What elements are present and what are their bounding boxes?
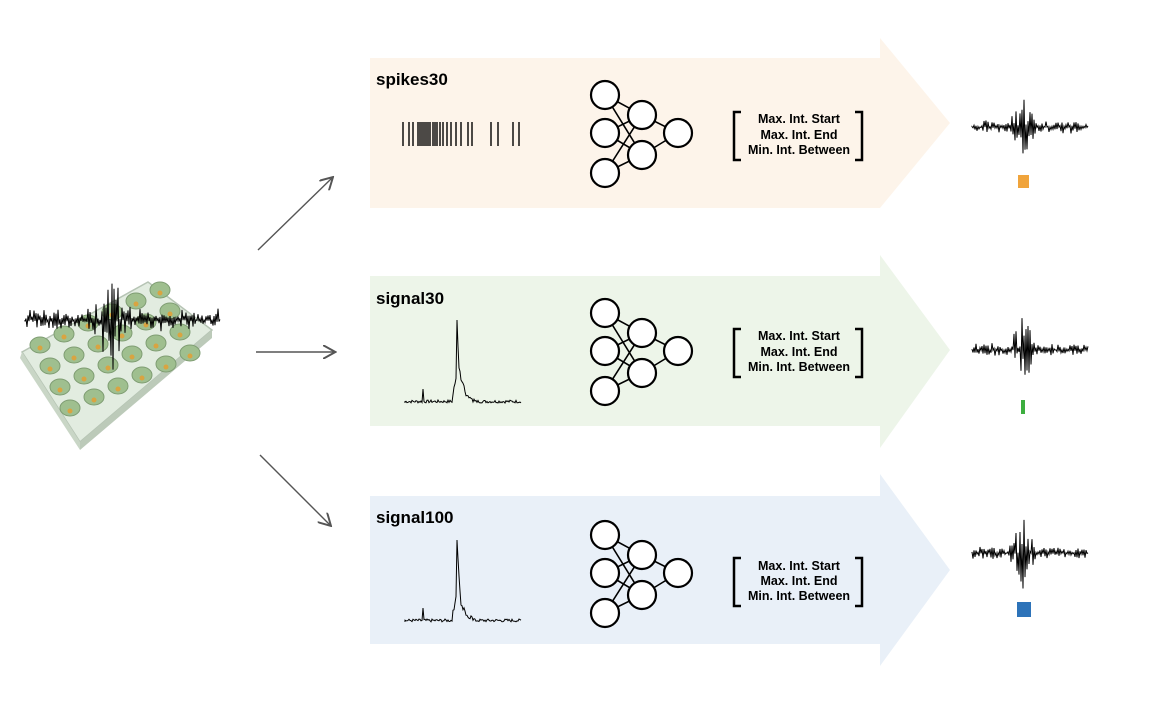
network-node	[626, 317, 658, 349]
plate-well	[87, 335, 109, 353]
network-node	[626, 139, 658, 171]
parameter-bracket: Max. Int. Start Max. Int. End Min. Int. …	[732, 327, 864, 379]
network-node	[626, 357, 658, 389]
network-node	[589, 335, 621, 367]
spike-raster-icon	[402, 122, 520, 146]
electrode-dot	[61, 334, 67, 340]
plate-well	[145, 334, 167, 352]
neural-network-icon	[589, 297, 694, 407]
signal-trace-icon	[404, 539, 522, 623]
neural-network-icon	[589, 79, 694, 189]
plate-well	[29, 336, 51, 354]
pipeline-signal30: signal30 Max. Int. Start Max. Int. End M…	[370, 255, 1089, 448]
electrode-dot	[157, 290, 163, 296]
plate-well	[73, 367, 95, 385]
param-min-int-between: Min. Int. Between	[748, 589, 850, 603]
electrode-dot	[143, 322, 149, 328]
network-node	[589, 79, 621, 111]
plate-well	[83, 388, 105, 406]
plate-well	[179, 344, 201, 362]
electrode-dot	[133, 301, 139, 307]
network-node	[589, 557, 621, 589]
network-node	[626, 579, 658, 611]
output-marker	[1017, 602, 1031, 617]
output-marker	[1018, 175, 1029, 188]
electrode-dot	[105, 365, 111, 371]
plate-well	[63, 346, 85, 364]
electrode-dot	[167, 311, 173, 317]
param-min-int-between: Min. Int. Between	[748, 360, 850, 374]
network-node	[589, 597, 621, 629]
lane-band	[370, 255, 950, 448]
param-max-int-start: Max. Int. Start	[758, 559, 841, 573]
network-node	[662, 117, 694, 149]
plate-well	[125, 292, 147, 310]
neural-network-icon	[589, 519, 694, 629]
plate-well	[155, 355, 177, 373]
param-max-int-end: Max. Int. End	[760, 574, 837, 588]
electrode-dot	[187, 353, 193, 359]
electrode-dot	[177, 332, 183, 338]
network-node	[589, 297, 621, 329]
lane-band	[370, 38, 950, 208]
branch-arrow-top	[257, 178, 332, 251]
plate-well	[59, 399, 81, 417]
network-node	[662, 335, 694, 367]
plate-well	[111, 324, 133, 342]
plate-well	[49, 378, 71, 396]
plate-well	[107, 377, 129, 395]
plate-well	[169, 323, 191, 341]
burst-trace-icon	[971, 519, 1089, 589]
lane-label: signal100	[376, 508, 454, 527]
param-max-int-start: Max. Int. Start	[758, 329, 841, 343]
plate-well	[131, 366, 153, 384]
electrode-dot	[81, 376, 87, 382]
plate-well	[39, 357, 61, 375]
burst-trace-icon	[971, 318, 1089, 375]
branch-arrow-bottom	[259, 454, 330, 525]
param-min-int-between: Min. Int. Between	[748, 143, 850, 157]
plate-well	[121, 345, 143, 363]
network-node	[589, 157, 621, 189]
network-node	[589, 117, 621, 149]
parameter-bracket: Max. Int. Start Max. Int. End Min. Int. …	[732, 110, 864, 162]
param-max-int-end: Max. Int. End	[760, 128, 837, 142]
electrode-dot	[163, 364, 169, 370]
network-node	[626, 99, 658, 131]
plate-well	[53, 325, 75, 343]
electrode-dot	[37, 345, 43, 351]
electrode-dot	[119, 333, 125, 339]
pipeline-signal100: signal100 Max. Int. Start Max. Int. End …	[370, 474, 1089, 666]
lane-band	[370, 474, 950, 666]
burst-trace-icon	[971, 99, 1089, 154]
pipeline-spikes30: spikes30 Max. Int. Start Max. Int. End M…	[370, 38, 1089, 208]
lane-label: spikes30	[376, 70, 448, 89]
parameter-bracket: Max. Int. Start Max. Int. End Min. Int. …	[732, 556, 864, 608]
plate-well	[97, 356, 119, 374]
network-node	[626, 539, 658, 571]
electrode-dot	[71, 355, 77, 361]
electrode-dot	[47, 366, 53, 372]
electrode-dot	[67, 408, 73, 414]
electrode-dot	[129, 354, 135, 360]
raw-trace-icon	[24, 283, 221, 370]
output-marker	[1021, 400, 1025, 414]
param-max-int-end: Max. Int. End	[760, 345, 837, 359]
electrode-dot	[139, 375, 145, 381]
electrode-dot	[91, 397, 97, 403]
electrode-dot	[115, 386, 121, 392]
network-node	[589, 519, 621, 551]
electrode-dot	[95, 344, 101, 350]
electrode-dot	[57, 387, 63, 393]
signal-trace-icon	[404, 319, 522, 404]
param-max-int-start: Max. Int. Start	[758, 112, 841, 126]
network-node	[662, 557, 694, 589]
lane-label: signal30	[376, 289, 444, 308]
plate-well	[149, 281, 171, 299]
network-node	[589, 375, 621, 407]
electrode-dot	[153, 343, 159, 349]
